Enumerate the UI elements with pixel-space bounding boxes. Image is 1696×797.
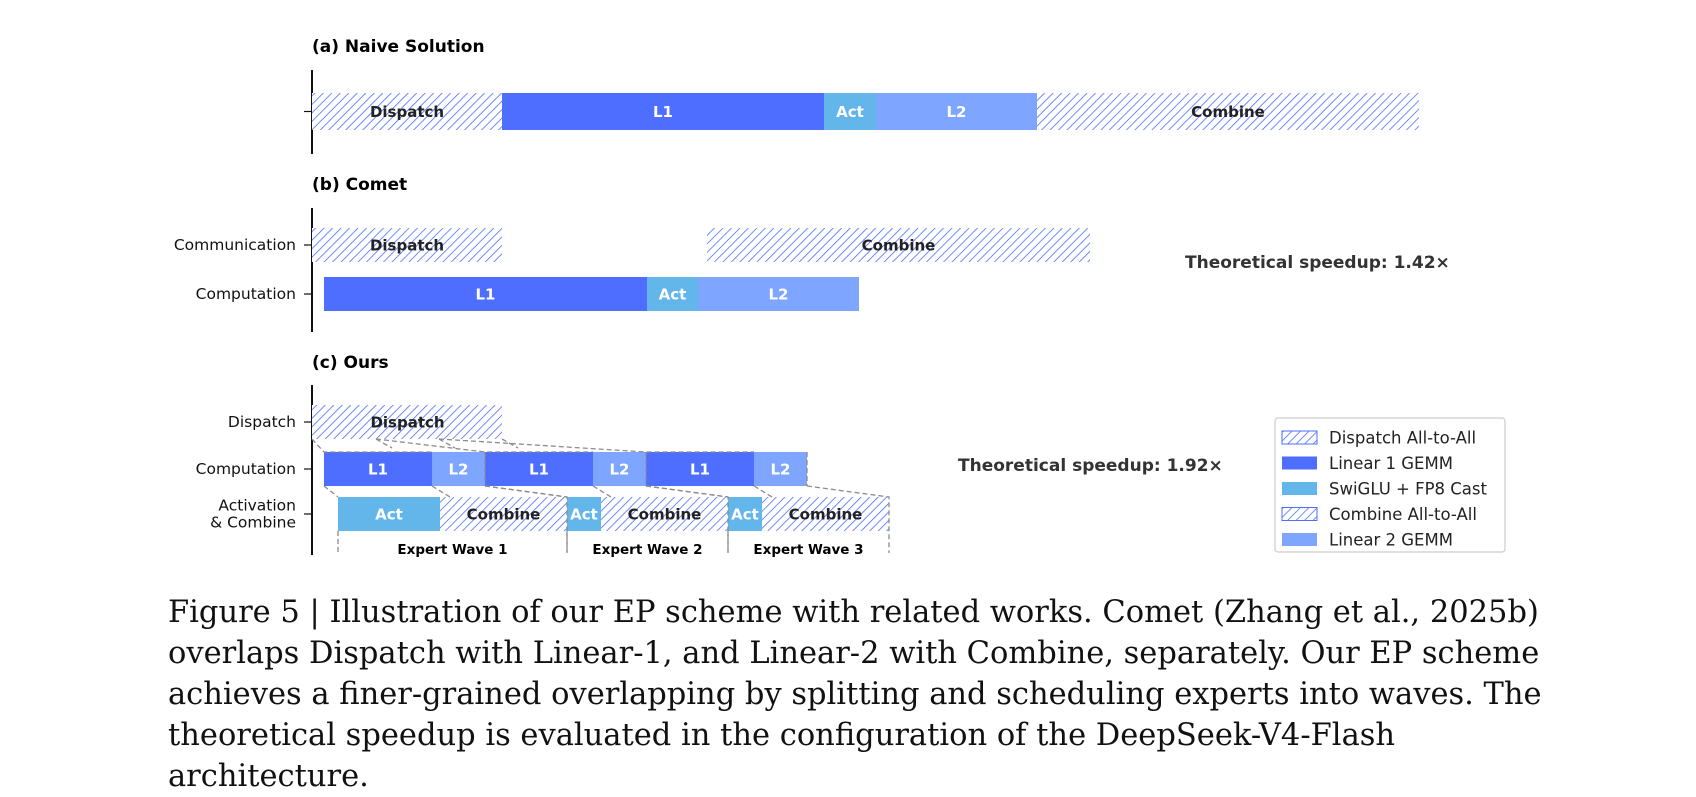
segment-dispatch [439,405,502,439]
segment-l1 [485,452,593,486]
segment-label: Act [375,506,403,524]
row-label: Computation [196,285,296,303]
segment-dispatch [376,405,439,439]
l1-to-act-connector [323,485,339,498]
legend-swatch-act [1282,482,1317,495]
dispatch-to-l1-connector [311,438,432,453]
segment-label: Act [570,506,598,524]
segment-dispatch [312,405,376,439]
segment-act [338,497,440,531]
segment-dispatch [312,93,502,130]
segment-label: Combine [467,506,541,524]
segment-combine [601,497,728,531]
segment-l2 [593,452,646,486]
panel-title-a: (a) Naive Solution [312,37,485,57]
segment-label: Act [836,103,864,121]
legend-label: Linear 2 GEMM [1329,531,1453,550]
segment-label: L1 [368,461,388,479]
legend-swatch-l2 [1282,533,1317,546]
segment-combine [762,497,889,531]
legend-swatch-l1 [1282,456,1317,470]
row-label-line: & Combine [210,514,296,532]
segment-label: L1 [529,461,549,479]
segment-label: L2 [947,103,967,121]
combine-edge-connector [806,485,890,553]
segment-label: Combine [862,237,936,255]
row-label-line: Dispatch [228,413,296,431]
segment-l1 [324,452,432,486]
segment-label: Act [659,286,687,304]
wave-label: Expert Wave 1 [397,542,507,558]
segment-l2 [432,452,485,486]
row-label-line: Activation [218,497,296,515]
figure-caption: Figure 5 | Illustration of our EP scheme… [168,595,1542,794]
segment-combine [1037,93,1419,130]
segment-label: L1 [653,103,673,121]
legend-swatch-combine [1281,507,1318,521]
row-label-line: Computation [196,285,296,303]
segment-act [728,497,762,531]
speedup-label: Theoretical speedup: 1.42× [1185,253,1450,273]
segment-label: L2 [769,286,789,304]
segment-act [824,93,876,130]
panel-title-b: (b) Comet [312,175,407,195]
legend-label: Combine All-to-All [1329,505,1477,524]
dispatch-edge-connector [438,438,456,449]
legend-box [1274,417,1506,553]
segment-label: L1 [690,461,710,479]
segment-label: Dispatch [370,237,444,255]
panel-title-c: (c) Ours [312,353,389,373]
wave-label: Expert Wave 3 [753,542,863,558]
segment-l1 [324,277,647,311]
segment-l2 [754,452,807,486]
segment-l1 [502,93,824,130]
segment-label: Combine [789,506,863,524]
row-label-line: Computation [196,460,296,478]
row-label: Communication [174,236,296,254]
wave-label: Expert Wave 2 [592,542,702,558]
segment-act [567,497,601,531]
row-label: Dispatch [228,413,296,431]
legend-label: Linear 1 GEMM [1329,454,1453,473]
l2-to-combine-connector [753,485,773,498]
segment-label: L2 [449,461,469,479]
row-label-line: Communication [174,236,296,254]
segment-l2 [876,93,1037,130]
l2-to-combine-connector [431,485,451,498]
segment-dispatch [312,228,502,262]
legend-swatch-dispatch [1281,430,1318,445]
segment-label: L2 [771,461,791,479]
segment-label: L1 [476,286,496,304]
segment-combine [707,228,1090,262]
segment-l2 [698,277,859,311]
segment-label: Act [731,506,759,524]
dispatch-to-l1-connector [438,438,754,453]
segment-label: Dispatch [370,103,444,121]
segment-label: Dispatch [370,414,444,432]
segment-label: L2 [610,461,630,479]
segment-label: Combine [628,506,702,524]
l2-to-combine-connector [592,485,612,498]
row-label: Computation [196,460,296,478]
segment-label: Combine [1191,103,1265,121]
row-label: Activation& Combine [210,497,296,532]
segment-combine [440,497,567,531]
dispatch-to-l1-connector [375,438,593,453]
segment-l1 [646,452,754,486]
dispatch-edge-connector [375,438,393,449]
legend-label: SwiGLU + FP8 Cast [1329,480,1488,499]
speedup-label: Theoretical speedup: 1.92× [958,456,1223,476]
legend-label: Dispatch All-to-All [1329,429,1476,448]
segment-act [647,277,698,311]
dispatch-edge-connector [501,438,519,449]
